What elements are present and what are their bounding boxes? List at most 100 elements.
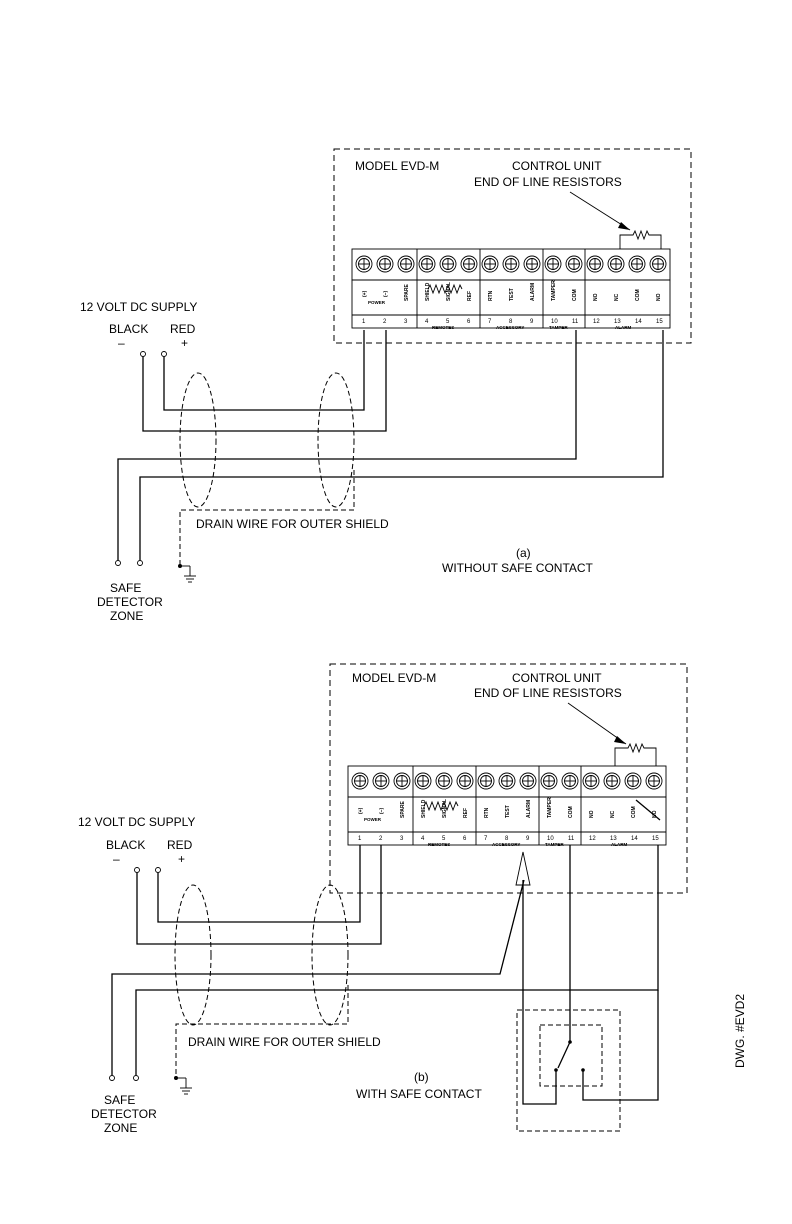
eol-resistors-label-a: END OF LINE RESISTORS <box>474 175 622 189</box>
model-label-b: MODEL EVD-M <box>352 671 436 685</box>
zone-label-a-1: SAFE <box>110 581 141 595</box>
control-unit-label-b: CONTROL UNIT <box>512 671 602 685</box>
zone-label-a-2: DETECTOR <box>97 595 163 609</box>
terminal-number-b-7: 7 <box>484 836 488 842</box>
terminal-label-a-11: COM <box>572 289 578 301</box>
terminal-number-a-11: 11 <box>572 319 579 325</box>
terminal-number-a-3: 3 <box>404 319 408 325</box>
terminal-label-b-15: NO <box>652 810 658 818</box>
zone-label-a-3: ZONE <box>110 609 143 623</box>
terminal-label-b-3: SPARE <box>400 800 406 818</box>
terminal-screw-a-1 <box>355 255 373 273</box>
drain-label-a: DRAIN WIRE FOR OUTER SHIELD <box>196 517 389 531</box>
terminal-screw-b-5 <box>435 772 453 790</box>
terminal-label-b-6: REF <box>463 808 469 818</box>
zone-label-b-3: ZONE <box>104 1121 137 1135</box>
terminal-label-b-1: (+) <box>358 807 364 814</box>
terminal-screw-b-10 <box>540 772 558 790</box>
terminal-number-a-6: 6 <box>467 319 471 325</box>
drawing-number: DWG. #EVD2 <box>733 994 747 1068</box>
eol-resistor-a <box>619 229 662 249</box>
terminal-number-b-10: 10 <box>547 836 554 842</box>
terminal-screw-b-6 <box>456 772 474 790</box>
terminal-number-a-12: 12 <box>593 319 600 325</box>
terminal-label-b-10: TAMPER <box>547 797 553 818</box>
terminal-label-a-15: NO <box>656 293 662 301</box>
terminal-label-b-11: COM <box>568 806 574 818</box>
zone-label-b-2: DETECTOR <box>91 1107 157 1121</box>
terminal-number-b-11: 11 <box>568 836 575 842</box>
terminal-screw-a-14 <box>628 255 646 273</box>
terminal-screw-a-3 <box>397 255 415 273</box>
diagram-b: MODEL EVD-M CONTROL UNIT END OF LINE RES… <box>78 663 688 1135</box>
terminal-number-a-1: 1 <box>362 319 366 325</box>
terminal-screw-a-4 <box>418 255 436 273</box>
terminal-label-a-2: (–) <box>383 291 389 297</box>
plus-label-b: + <box>178 852 185 866</box>
terminal-label-b-8: TEST <box>505 805 511 818</box>
terminal-screw-a-8 <box>502 255 520 273</box>
control-unit-enclosure-a <box>333 148 692 344</box>
terminal-number-a-7: 7 <box>488 319 492 325</box>
terminal-number-b-13: 13 <box>610 836 617 842</box>
black-label-a: BLACK <box>109 322 148 336</box>
terminal-number-a-2: 2 <box>383 319 387 325</box>
terminal-number-a-4: 4 <box>425 319 429 325</box>
terminal-number-a-13: 13 <box>614 319 621 325</box>
terminal-label-b-12: NO <box>589 810 595 818</box>
terminal-label-b-14: COM <box>631 806 637 818</box>
terminal-number-b-12: 12 <box>589 836 596 842</box>
plus-label-a: + <box>181 336 188 350</box>
minus-label-a: – <box>118 336 125 350</box>
terminal-label-a-12: NO <box>593 293 599 301</box>
terminal-screw-b-2 <box>372 772 390 790</box>
group-label-a-1: REMOTES <box>432 325 454 330</box>
terminal-screw-a-7 <box>481 255 499 273</box>
terminal-screw-a-15 <box>649 255 667 273</box>
terminal-screw-a-5 <box>439 255 457 273</box>
terminal-label-b-5: SIGNAL <box>442 799 448 818</box>
minus-label-b: – <box>113 852 120 866</box>
model-label-a: MODEL EVD-M <box>355 159 439 173</box>
red-label-b: RED <box>167 838 193 852</box>
terminal-label-b-4: SHIELD <box>421 799 427 818</box>
eol-resistors-label-b: END OF LINE RESISTORS <box>474 686 622 700</box>
terminal-number-b-3: 3 <box>400 836 404 842</box>
group-label-b-1: REMOTES <box>428 842 450 847</box>
terminal-number-a-5: 5 <box>446 319 450 325</box>
terminal-label-a-1: (+) <box>362 290 368 297</box>
terminal-screw-b-4 <box>414 772 432 790</box>
terminal-screw-b-1 <box>351 772 369 790</box>
terminal-screw-b-7 <box>477 772 495 790</box>
eol-resistor-b <box>614 742 657 766</box>
power-label-b: POWER <box>364 817 382 822</box>
terminal-number-b-5: 5 <box>442 836 446 842</box>
terminal-number-b-15: 15 <box>652 836 659 842</box>
zone-label-b-1: SAFE <box>104 1093 135 1107</box>
caption-b: WITH SAFE CONTACT <box>356 1087 482 1101</box>
terminal-number-b-1: 1 <box>358 836 362 842</box>
group-label-a-3: TAMPER <box>549 325 568 330</box>
terminal-screw-b-15 <box>645 772 663 790</box>
terminal-screw-a-13 <box>607 255 625 273</box>
terminal-block-a: (+)1(–)2SPARE3SHIELD4SIGNAL5REF6RTN7TEST… <box>351 248 671 330</box>
terminal-label-b-9: ALARM <box>526 800 532 818</box>
group-label-a-4: ALARM <box>615 325 631 330</box>
terminal-label-a-10: TAMPER <box>551 280 557 301</box>
diagram-a: MODEL EVD-M CONTROL UNIT END OF LINE RES… <box>80 148 692 623</box>
terminal-label-a-6: REF <box>467 291 473 301</box>
terminal-label-a-7: RTN <box>488 290 494 301</box>
terminal-label-a-3: SPARE <box>404 283 410 301</box>
terminal-label-a-9: ALARM <box>530 283 536 301</box>
field-wiring-b <box>109 799 661 1132</box>
terminal-screw-a-12 <box>586 255 604 273</box>
control-unit-label-a: CONTROL UNIT <box>512 159 602 173</box>
terminal-screw-b-13 <box>603 772 621 790</box>
terminal-number-b-6: 6 <box>463 836 467 842</box>
caption-a: WITHOUT SAFE CONTACT <box>442 561 594 575</box>
terminal-label-a-14: COM <box>635 289 641 301</box>
terminal-screw-a-11 <box>565 255 583 273</box>
terminal-number-b-9: 9 <box>526 836 530 842</box>
field-wiring-a <box>115 330 664 583</box>
